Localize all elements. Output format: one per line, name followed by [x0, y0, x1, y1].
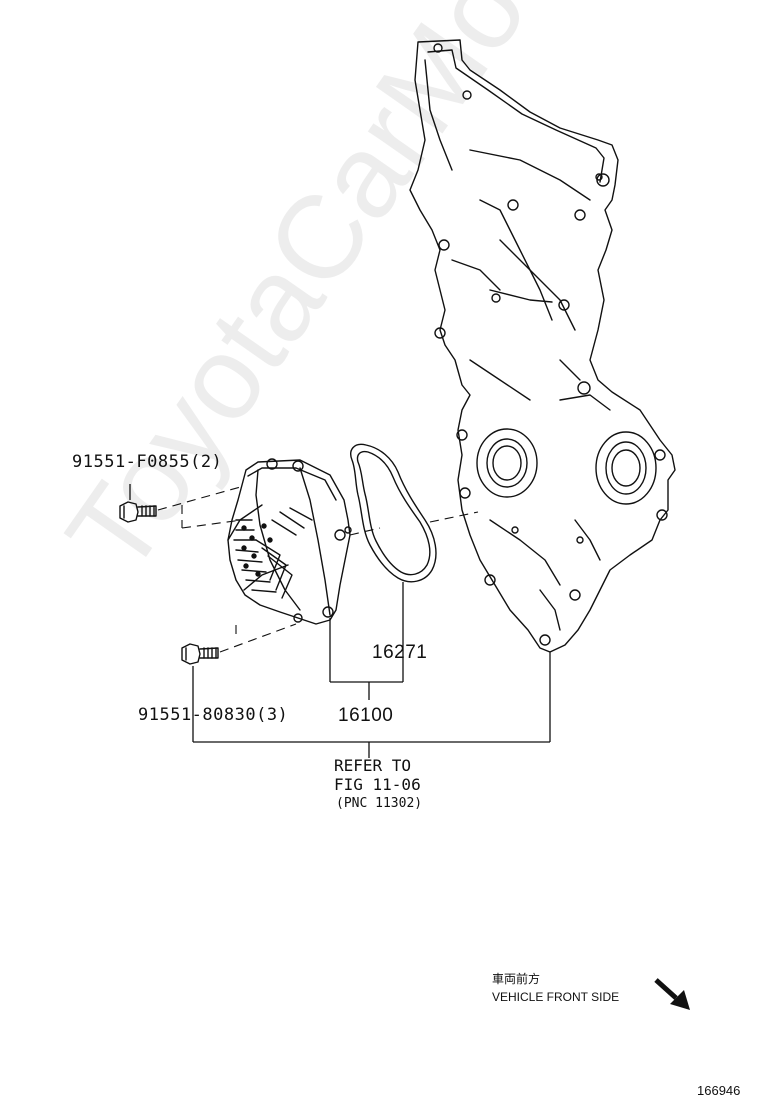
water-pump-assembly	[227, 458, 352, 625]
gasket-part-number: 16271	[372, 642, 428, 663]
water-pump-part-number: 16100	[338, 705, 394, 726]
refer-line-1: REFER TO	[334, 756, 412, 775]
bolt-lower-part-number: 91551-80830(3)	[138, 705, 289, 725]
leader-lines	[129, 484, 551, 758]
refer-line-2: FIG 11-06	[334, 775, 421, 794]
bolt-upper-part-number: 91551-F0855(2)	[72, 452, 223, 472]
arrow-down-right-icon	[654, 978, 690, 1010]
assembly-dashed-lines	[157, 485, 479, 653]
direction-label-en: VEHICLE FRONT SIDE	[492, 990, 620, 1004]
figure-number: 166946	[697, 1083, 741, 1098]
water-pump-gasket	[350, 443, 437, 583]
bolt-lower	[181, 643, 219, 665]
timing-chain-cover	[409, 39, 676, 653]
bolt-upper	[119, 501, 157, 523]
direction-label-jp: 車両前方	[492, 972, 541, 986]
refer-line-3: (PNC 11302)	[336, 796, 423, 811]
